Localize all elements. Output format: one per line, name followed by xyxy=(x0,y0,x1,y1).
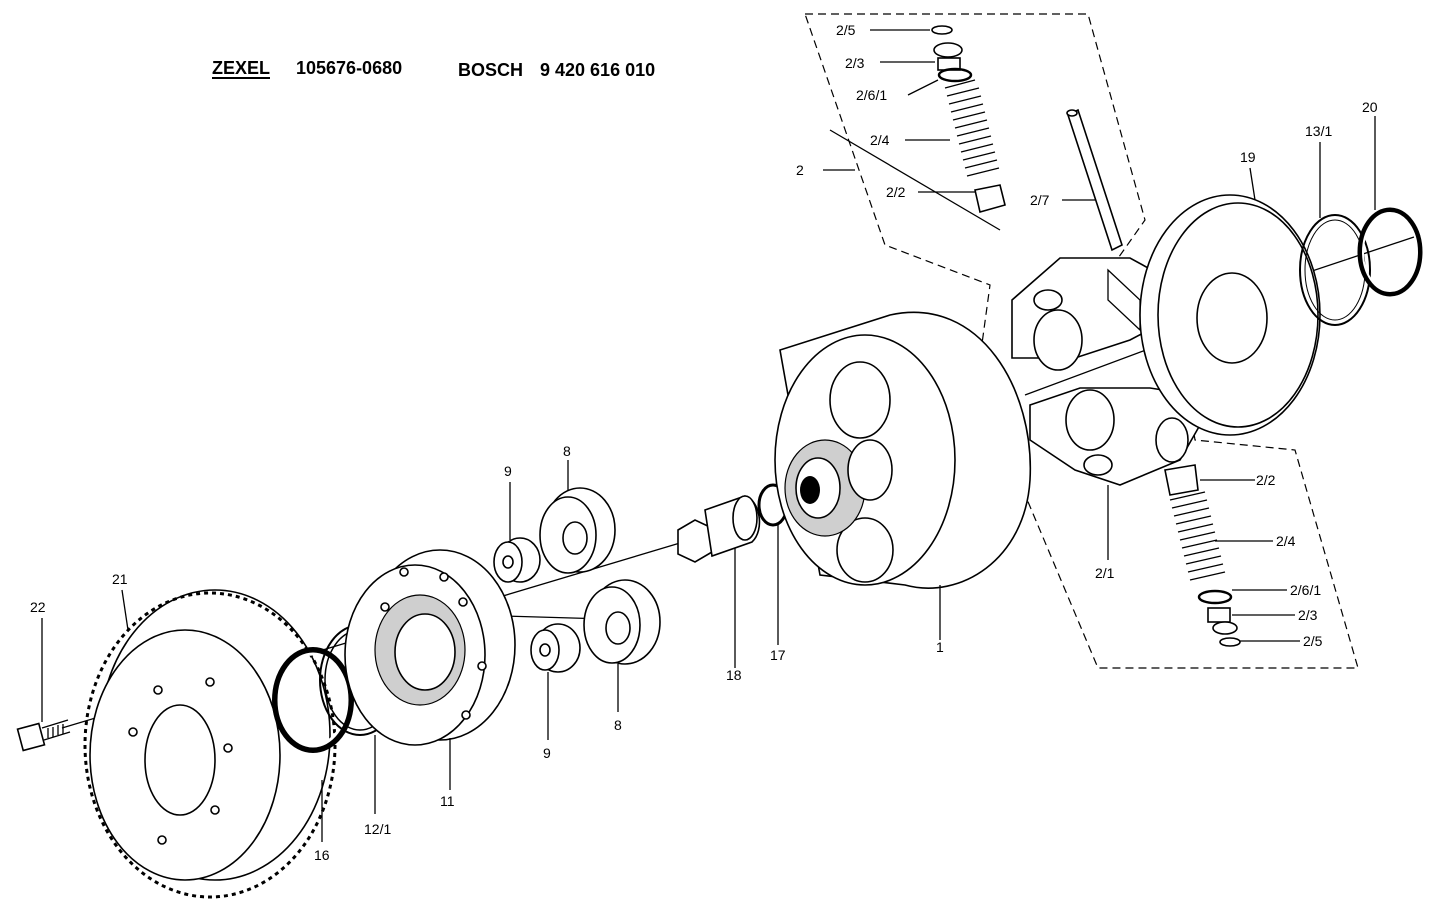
bushing-8-lower xyxy=(583,579,661,665)
assembly-2-outline xyxy=(804,13,1359,669)
callout-2-2-bottom: 2/2 xyxy=(1256,472,1276,488)
callout-16: 16 xyxy=(314,847,330,863)
pin-2-7 xyxy=(1066,108,1123,252)
header-brand-bosch: BOSCH xyxy=(458,60,523,80)
flyweight-upper xyxy=(1011,257,1171,371)
snap-ring-16 xyxy=(272,647,354,753)
callout-12-1: 12/1 xyxy=(364,821,391,837)
callout-2-4-top: 2/4 xyxy=(870,132,890,148)
nut-18 xyxy=(677,495,761,563)
roller-9-lower xyxy=(530,623,581,673)
callout-2-7: 2/7 xyxy=(1030,192,1050,208)
callout-9-top: 9 xyxy=(504,463,512,479)
callout-2-5-bottom: 2/5 xyxy=(1303,633,1323,649)
callout-22: 22 xyxy=(30,599,46,615)
callout-2-6-1-bottom: 2/6/1 xyxy=(1290,582,1321,598)
callout-2-5-top: 2/5 xyxy=(836,22,856,38)
callout-1: 1 xyxy=(936,639,944,655)
drum-1 xyxy=(774,311,1032,589)
callout-8-top: 8 xyxy=(563,443,571,459)
callout-8-bottom: 8 xyxy=(614,717,622,733)
callout-2-2-top: 2/2 xyxy=(886,184,906,200)
header: ZEXEL 105676-0680 BOSCH 9 420 616 010 xyxy=(212,58,655,80)
callout-9-bottom: 9 xyxy=(543,745,551,761)
hub-flange-11 xyxy=(344,549,516,746)
header-part-number-zexel: 105676-0680 xyxy=(296,58,402,78)
callout-2-3-bottom: 2/3 xyxy=(1298,607,1318,623)
bolt-22 xyxy=(16,719,71,752)
spring-assembly-bottom xyxy=(1164,464,1241,647)
leader-lines xyxy=(41,29,1376,842)
callout-18: 18 xyxy=(726,667,742,683)
callout-21: 21 xyxy=(112,571,128,587)
snap-ring-20 xyxy=(1357,207,1423,297)
callout-17: 17 xyxy=(770,647,786,663)
callout-2-6-1-top: 2/6/1 xyxy=(856,87,887,103)
flyweight-lower xyxy=(1029,387,1201,486)
callout-11: 11 xyxy=(440,793,455,809)
callout-2-1: 2/1 xyxy=(1095,565,1115,581)
bushing-8-upper xyxy=(539,487,616,574)
gear-21 xyxy=(83,589,337,899)
disc-19 xyxy=(1139,194,1321,436)
roller-9-upper xyxy=(493,537,541,583)
header-part-number-bosch: 9 420 616 010 xyxy=(540,60,655,80)
callout-2: 2 xyxy=(796,162,804,178)
callout-20: 20 xyxy=(1362,99,1378,115)
callout-19: 19 xyxy=(1240,149,1256,165)
callout-2-3-top: 2/3 xyxy=(845,55,865,71)
callout-2-4-bottom: 2/4 xyxy=(1276,533,1296,549)
callout-13-1: 13/1 xyxy=(1305,123,1332,139)
callout-labels: 22 21 16 12/1 11 9 8 9 8 18 17 1 2/1 2 2… xyxy=(30,22,1378,863)
spring-assembly-top xyxy=(931,25,1006,213)
header-brand-zexel: ZEXEL xyxy=(212,58,270,78)
